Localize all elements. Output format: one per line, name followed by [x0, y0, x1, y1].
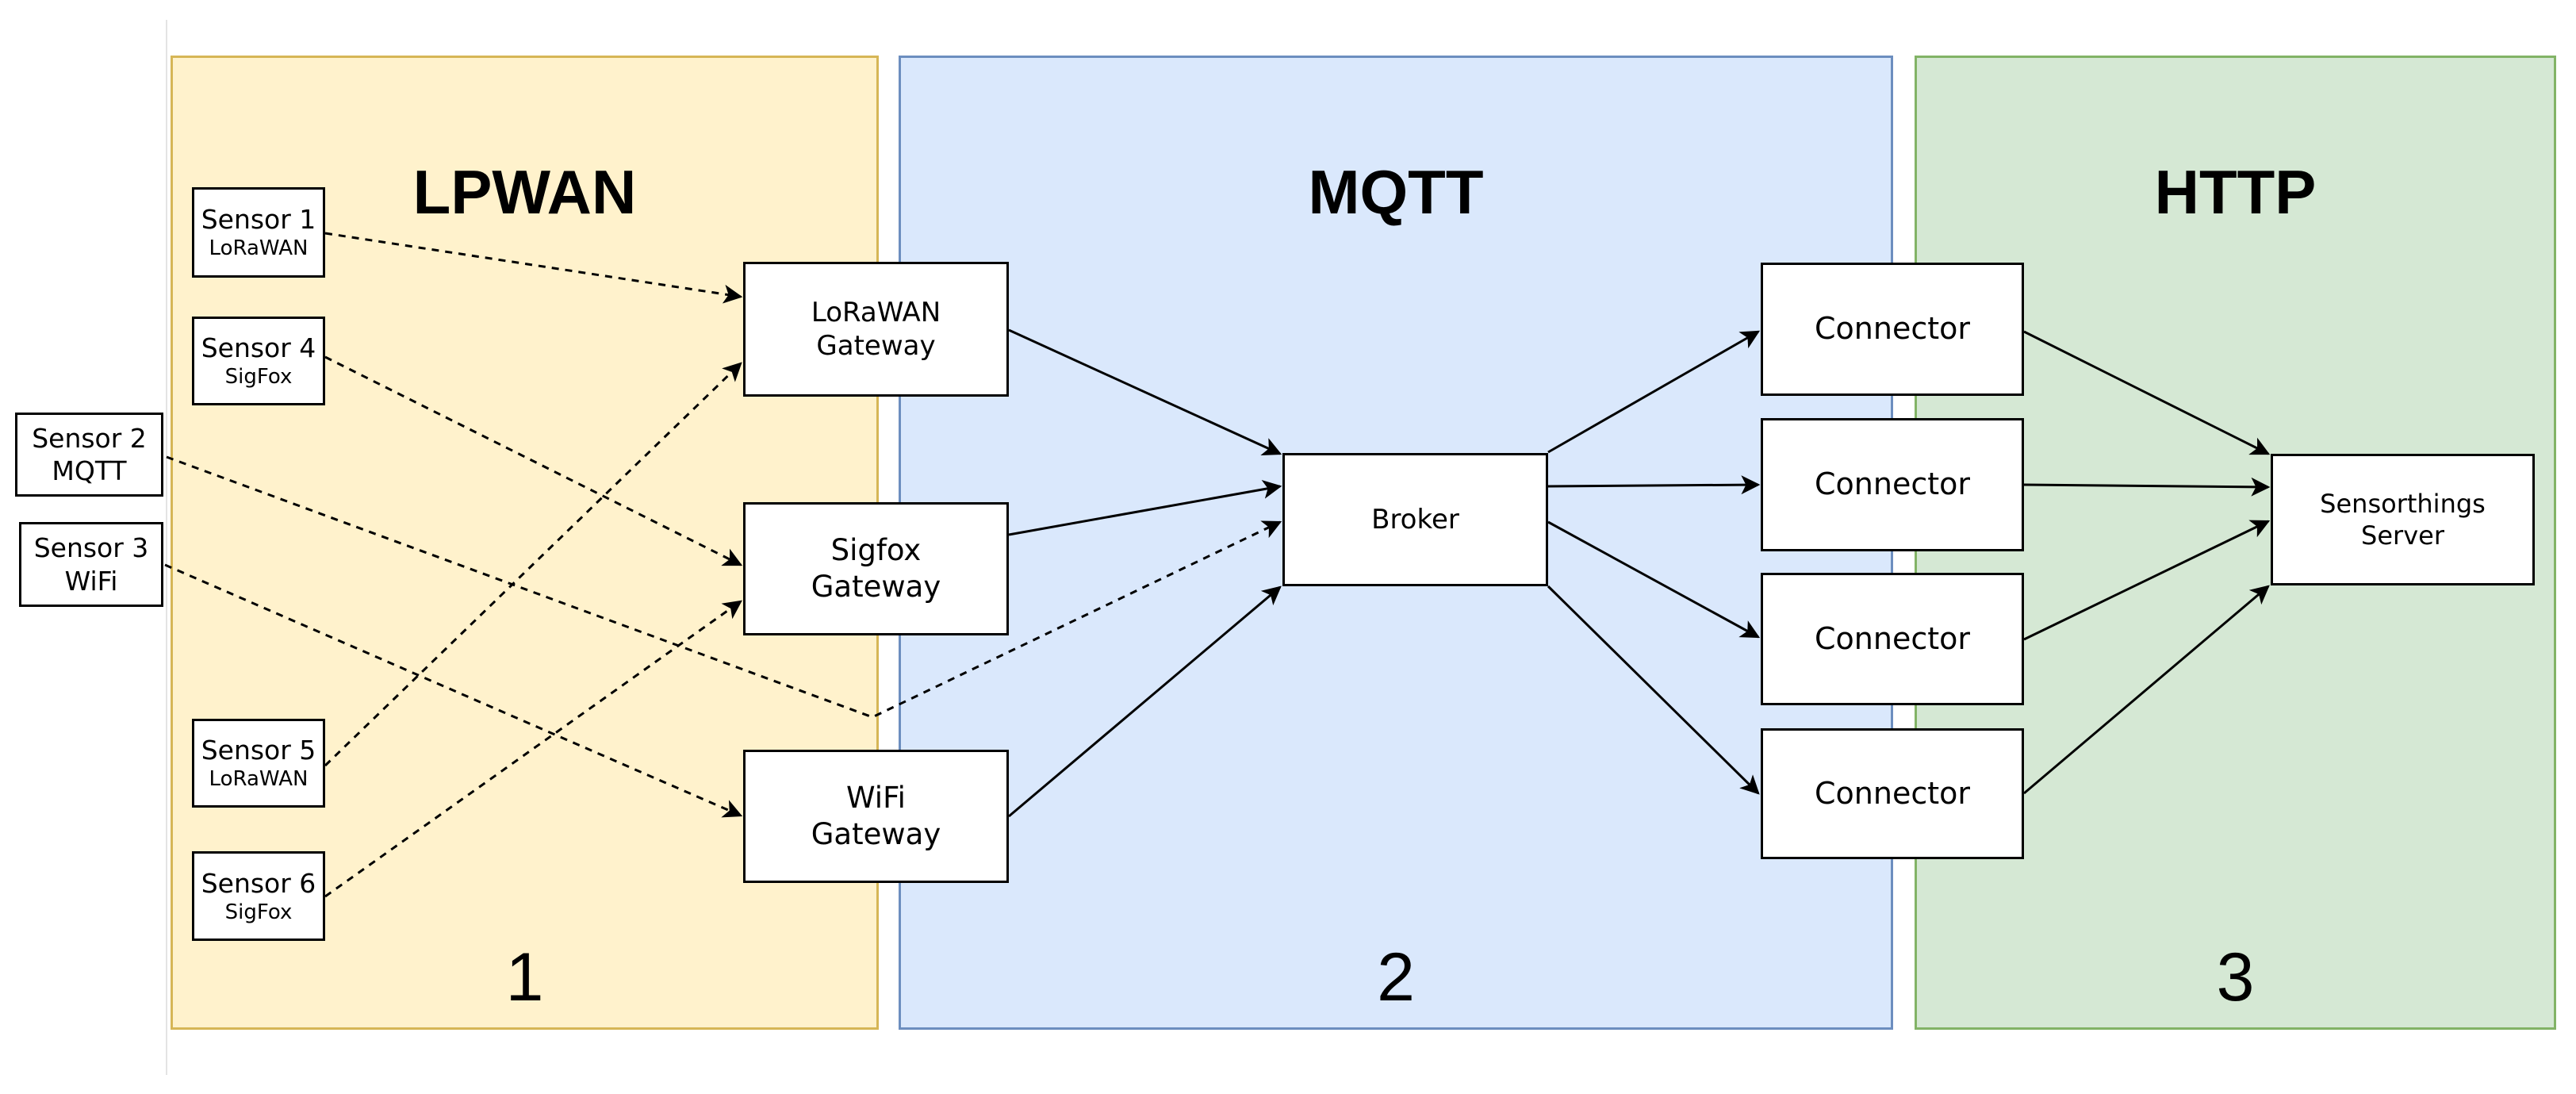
edge-sensor2-broker	[166, 455, 1282, 719]
zone-lpwan-number: 1	[505, 939, 544, 1015]
edge-broker-connector1	[1547, 330, 1761, 454]
connector-4-node: Connector	[1761, 728, 2024, 859]
wifi-gateway-node: WiFi Gateway	[743, 750, 1009, 883]
zone-mqtt-title: MQTT	[1308, 157, 1484, 227]
sensor-5-node: Sensor 5 LoRaWAN	[192, 719, 325, 808]
connector-2-label: Connector	[1815, 466, 1970, 502]
zone-http-number: 3	[2216, 939, 2255, 1015]
sigfox-gateway-line1: Sigfox	[830, 532, 922, 567]
server-line1: Sensorthings	[2320, 489, 2486, 519]
edge-connector3-server	[2023, 520, 2271, 641]
sensor-4-node: Sensor 4 SigFox	[192, 317, 325, 405]
server-line2: Server	[2361, 520, 2444, 551]
edge-sigfox-gateway-broker	[1008, 479, 1282, 536]
connector-1-label: Connector	[1815, 311, 1970, 347]
edge-connector4-server	[2023, 585, 2270, 795]
sensor-5-protocol: LoRaWAN	[209, 767, 309, 792]
edge-connector1-server	[2023, 330, 2271, 455]
lorawan-gateway-node: LoRaWAN Gateway	[743, 262, 1009, 397]
sensorthings-server-node: Sensorthings Server	[2271, 454, 2535, 585]
edge-sensor3-wifi-gateway	[164, 563, 743, 818]
sensor-6-node: Sensor 6 SigFox	[192, 851, 325, 941]
sensor-5-name: Sensor 5	[201, 735, 316, 766]
sensor-3-node: Sensor 3 WiFi	[19, 522, 163, 607]
edge-lorawan-gateway-broker	[1008, 328, 1282, 455]
sensor-4-protocol: SigFox	[224, 365, 293, 390]
sigfox-gateway-line2: Gateway	[811, 570, 941, 604]
lorawan-gateway-line2: Gateway	[816, 330, 936, 362]
sensor-2-name: Sensor 2	[32, 422, 147, 454]
wifi-gateway-line1: WiFi	[846, 780, 906, 815]
broker-node: Broker	[1282, 453, 1548, 586]
sensor-1-name: Sensor 1	[201, 204, 316, 236]
edge-broker-connector4	[1547, 585, 1760, 795]
edge-broker-connector3	[1547, 520, 1761, 639]
sensor-1-node: Sensor 1 LoRaWAN	[192, 187, 325, 278]
zone-http-title: HTTP	[2154, 157, 2317, 227]
zone-mqtt-number: 2	[1377, 939, 1415, 1015]
sensor-6-name: Sensor 6	[201, 867, 316, 899]
edge-sensor4-sigfox-gateway	[324, 355, 743, 566]
edge-broker-connector2	[1547, 475, 1761, 495]
left-divider	[166, 20, 167, 1075]
connector-3-node: Connector	[1761, 573, 2024, 705]
connector-4-label: Connector	[1815, 775, 1970, 811]
connector-3-label: Connector	[1815, 620, 1970, 656]
sensor-3-name: Sensor 3	[33, 532, 149, 564]
sensor-2-protocol: MQTT	[52, 455, 127, 486]
sensor-1-protocol: LoRaWAN	[209, 236, 309, 261]
sensor-6-protocol: SigFox	[224, 900, 293, 924]
edge-sensor1-lorawan-gateway	[324, 232, 743, 304]
sensor-3-protocol: WiFi	[64, 565, 118, 597]
edge-wifi-gateway-broker	[1008, 585, 1282, 818]
lorawan-gateway-line1: LoRaWAN	[811, 296, 941, 328]
broker-label: Broker	[1371, 503, 1459, 535]
connector-1-node: Connector	[1761, 263, 2024, 396]
wifi-gateway-line2: Gateway	[811, 817, 941, 851]
edge-sensor5-lorawan-gateway	[324, 362, 742, 767]
sensor-4-name: Sensor 4	[201, 332, 316, 364]
sensor-2-node: Sensor 2 MQTT	[15, 413, 163, 497]
connector-2-node: Connector	[1761, 418, 2024, 551]
edge-connector2-server	[2023, 477, 2271, 497]
sigfox-gateway-node: Sigfox Gateway	[743, 502, 1009, 635]
edge-sensor6-sigfox-gateway	[324, 600, 742, 898]
zone-lpwan-title: LPWAN	[412, 157, 637, 227]
